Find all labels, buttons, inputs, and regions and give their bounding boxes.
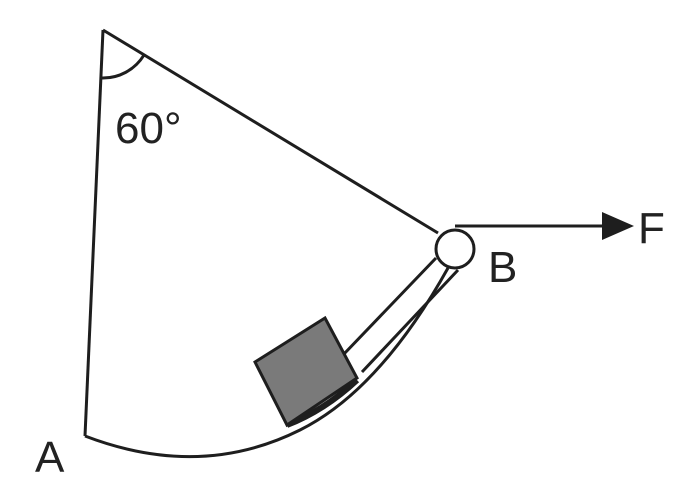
force-label: F	[638, 204, 665, 253]
radius-line-right	[102, 28, 439, 235]
block	[253, 315, 359, 428]
rod-edge-lower	[360, 268, 460, 374]
angle-label: 60°	[115, 104, 182, 153]
force-arrow-head	[602, 212, 634, 240]
circular-track	[84, 267, 450, 459]
track-contact-segment	[285, 377, 360, 428]
rod-edge-upper	[341, 256, 438, 357]
point-a-label: A	[35, 433, 65, 482]
point-b-label: B	[488, 243, 517, 292]
angle-arc	[100, 54, 146, 80]
radius-line-left	[83, 29, 105, 437]
pulley-b	[434, 228, 476, 270]
